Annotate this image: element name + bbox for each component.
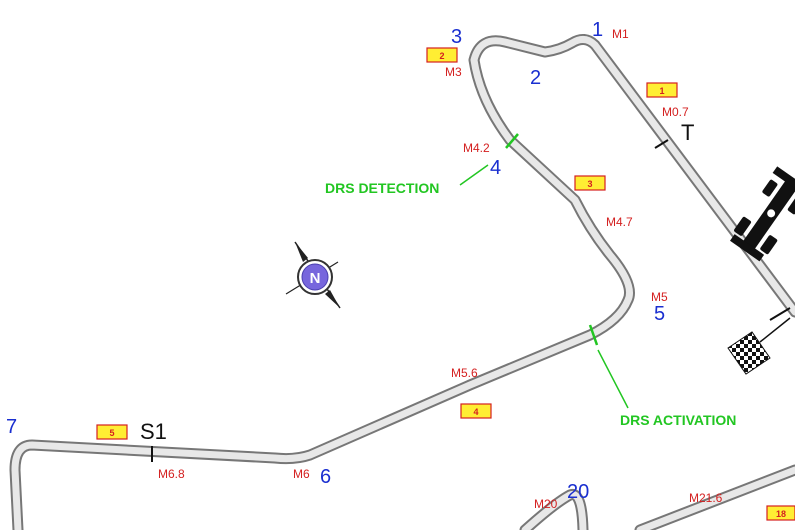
- drs-activation-leader: [597, 349, 629, 409]
- distance-marker: M4.2: [463, 141, 490, 155]
- track-surface: [11, 36, 795, 530]
- braking-board-badge: 2: [426, 47, 458, 63]
- drs-activation-label: DRS ACTIVATION: [620, 412, 736, 428]
- distance-marker: M1: [612, 27, 629, 41]
- braking-board-badge: 3: [574, 175, 606, 191]
- turn-number: 3: [451, 26, 462, 48]
- chequered-flag-icon: [727, 317, 791, 375]
- timing-line-t: [654, 139, 669, 149]
- svg-text:4: 4: [473, 407, 478, 417]
- turn-number: 6: [320, 466, 331, 488]
- distance-marker: M5: [651, 290, 668, 304]
- distance-marker: M20: [534, 497, 558, 511]
- drs-detection-leader: [459, 164, 489, 186]
- svg-text:1: 1: [659, 86, 664, 96]
- turn-number: 1: [592, 19, 603, 41]
- turn-number: 20: [567, 481, 589, 503]
- start-finish-line: [769, 307, 791, 321]
- distance-marker: M21.6: [689, 491, 723, 505]
- distance-marker: M5.6: [451, 366, 478, 380]
- turn-number: 2: [530, 67, 541, 89]
- drs-detection-label: DRS DETECTION: [325, 180, 439, 196]
- sector-label: T: [681, 120, 694, 145]
- f1-car-icon: [730, 166, 795, 262]
- distance-marker: M6: [293, 467, 310, 481]
- distance-marker: M4.7: [606, 215, 633, 229]
- sector-label: S1: [140, 419, 167, 444]
- turn-number: 4: [490, 157, 501, 179]
- braking-board-badge: 1: [646, 82, 678, 98]
- svg-text:5: 5: [109, 428, 114, 438]
- compass-label: N: [310, 270, 321, 287]
- svg-text:3: 3: [587, 179, 592, 189]
- drs-detection-line: [505, 133, 519, 149]
- braking-board-badge: 18: [766, 505, 795, 521]
- distance-marker: M6.8: [158, 467, 185, 481]
- turn-number: 5: [654, 303, 665, 325]
- distance-marker: M0.7: [662, 105, 689, 119]
- braking-board-badge: 5: [96, 424, 128, 440]
- compass-rose-icon: N: [285, 241, 341, 309]
- drs-activation-line: [588, 324, 599, 346]
- svg-text:18: 18: [776, 509, 786, 519]
- turn-number: 7: [6, 416, 17, 438]
- track: [9, 34, 795, 530]
- distance-marker: M3: [445, 65, 462, 79]
- svg-text:2: 2: [439, 51, 444, 61]
- braking-board-badge: 4: [460, 403, 492, 419]
